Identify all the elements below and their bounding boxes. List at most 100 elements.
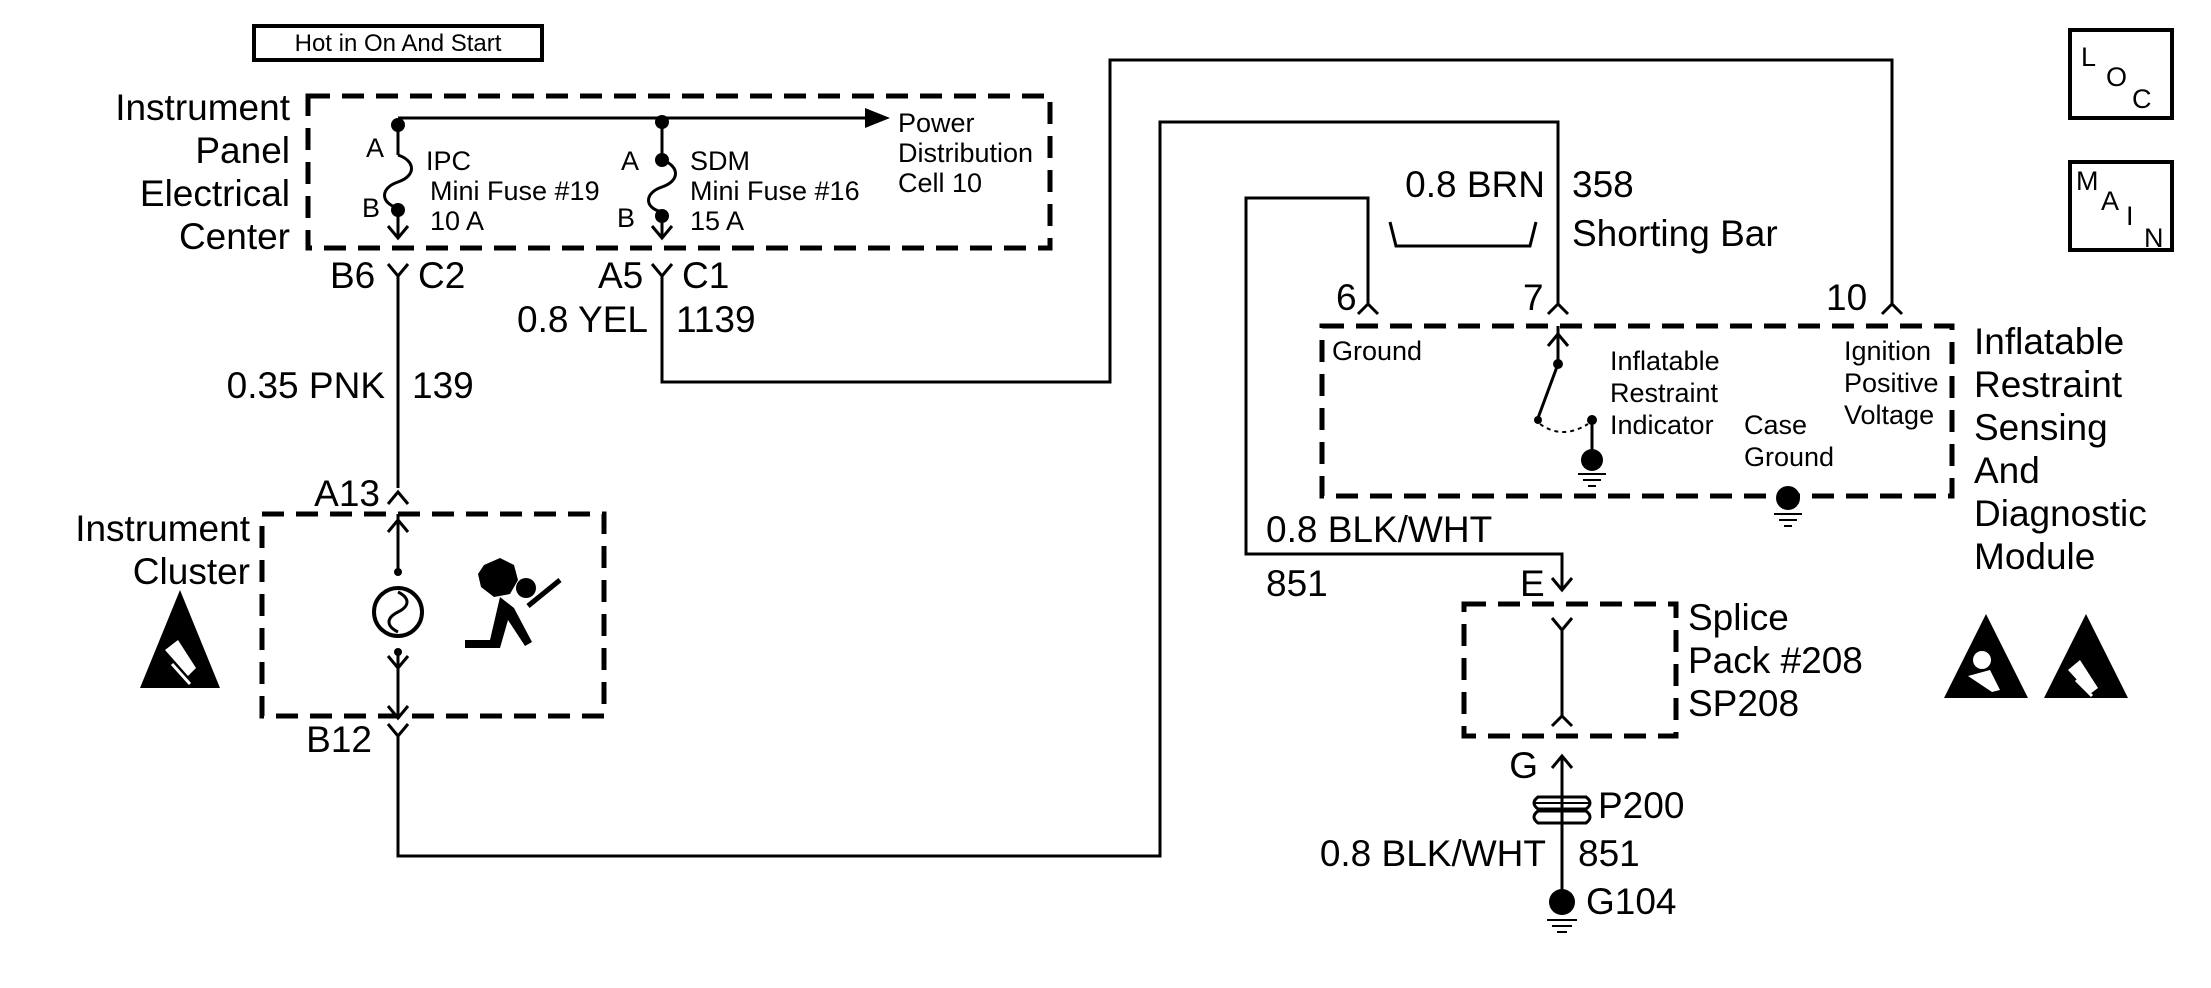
sdm-indicator-line-3: Indicator <box>1610 410 1714 440</box>
wire-b12-to-pin7 <box>396 120 1560 858</box>
shorting-bar <box>1388 221 1538 248</box>
case-ground-symbol <box>1774 486 1802 527</box>
sdm-fuse-type: Mini Fuse #16 <box>690 176 860 206</box>
ipec-title-line-2: Panel <box>195 130 290 171</box>
sdm-fuse-rating: 15 A <box>690 206 744 236</box>
sdm-pin-a: A <box>621 146 639 176</box>
wire-851-pin6 <box>1244 196 1564 588</box>
instrument-cluster-box <box>259 511 607 719</box>
connector-e-arrow <box>1550 577 1574 593</box>
svg-text:N: N <box>2144 223 2164 253</box>
sdm-ignition-line-2: Positive <box>1844 368 1939 398</box>
wire-139-number: 139 <box>412 365 474 406</box>
esd-warning-icon-right <box>2044 614 2128 698</box>
wire-1139-number: 1139 <box>676 299 756 340</box>
sdm-fuse-name: SDM <box>690 146 750 176</box>
sdm-title-line-4: And <box>1974 450 2040 491</box>
sdm-case-ground-line-1: Case <box>1744 410 1807 440</box>
wire-139-color: 0.35 PNK <box>227 365 386 406</box>
label-p200: P200 <box>1598 785 1684 826</box>
loc-nav-icon[interactable]: L O C <box>2068 28 2174 120</box>
sdm-fuse <box>647 115 677 241</box>
label-b6: B6 <box>330 255 375 296</box>
sdm-ignition-line-3: Voltage <box>1844 400 1934 430</box>
cluster-title-line-1: Instrument <box>75 508 251 549</box>
svg-text:C: C <box>2132 84 2152 114</box>
power-arrow <box>865 108 890 128</box>
power-dist-line-1: Power <box>898 108 975 138</box>
wire-851-color: 0.8 BLK/WHT <box>1266 509 1492 550</box>
sdm-title-line-3: Sensing <box>1974 407 2108 448</box>
label-c1: C1 <box>682 255 729 296</box>
header-box-label: Hot in On And Start <box>295 30 502 57</box>
wire-1139 <box>660 58 1894 384</box>
shorting-bar-label: Shorting Bar <box>1572 213 1778 254</box>
label-g104: G104 <box>1586 881 1677 922</box>
ipc-fuse <box>383 118 413 241</box>
wire-851b-number: 851 <box>1578 833 1640 874</box>
label-g: G <box>1509 745 1538 786</box>
esd-airbag-warning-icon <box>1944 614 2028 698</box>
svg-text:I: I <box>2126 201 2134 231</box>
sdm-indicator-line-1: Inflatable <box>1610 346 1720 376</box>
wire-851-number: 851 <box>1266 563 1328 604</box>
sdm-indicator-line-2: Restraint <box>1610 378 1719 408</box>
svg-text:M: M <box>2076 166 2099 196</box>
connector-c1 <box>650 263 674 279</box>
esd-warning-icon-left <box>140 590 220 688</box>
sdm-pin-b: B <box>617 203 635 233</box>
label-pin6: 6 <box>1336 277 1357 318</box>
sdm-title-line-5: Diagnostic <box>1974 493 2147 534</box>
ipec-title-line-4: Center <box>179 216 290 257</box>
label-c2: C2 <box>418 255 465 296</box>
label-b12: B12 <box>306 719 372 760</box>
power-dist-line-3: Cell 10 <box>898 168 982 198</box>
header-box <box>252 24 544 62</box>
ipc-fuse-type: Mini Fuse #19 <box>430 176 600 206</box>
connector-pin6 <box>1356 301 1380 316</box>
label-e: E <box>1520 563 1545 604</box>
ipec-box <box>305 93 1053 251</box>
ipc-fuse-name: IPC <box>426 146 471 176</box>
svg-text:O: O <box>2106 62 2127 92</box>
splice-line-2: Pack #208 <box>1688 640 1863 681</box>
connector-c2 <box>386 263 410 279</box>
airbag-warning-icon <box>465 558 562 648</box>
label-a13: A13 <box>314 473 380 514</box>
sdm-title-line-2: Restraint <box>1974 364 2123 405</box>
svg-text:A: A <box>2101 186 2119 216</box>
splice-line-3: SP208 <box>1688 683 1799 724</box>
sdm-box <box>1319 323 1955 499</box>
sdm-ground-label: Ground <box>1332 336 1422 366</box>
connector-b12 <box>386 723 410 739</box>
svg-text:L: L <box>2081 42 2096 72</box>
indicator-switch <box>1534 326 1606 487</box>
sdm-title-line-1: Inflatable <box>1974 321 2124 362</box>
ipc-pin-b: B <box>362 193 380 223</box>
cluster-internal-wiring <box>372 514 424 721</box>
splice-internal <box>1550 617 1574 728</box>
ipec-title-line-3: Electrical <box>140 173 290 214</box>
ipc-fuse-rating: 10 A <box>430 206 484 236</box>
label-pin7: 7 <box>1523 277 1544 318</box>
sdm-title-line-6: Module <box>1974 536 2095 577</box>
connector-pin10 <box>1880 301 1904 316</box>
wire-358-number: 358 <box>1572 164 1634 205</box>
sdm-case-ground-line-2: Ground <box>1744 442 1834 472</box>
label-pin10: 10 <box>1826 277 1867 318</box>
ipec-title-line-1: Instrument <box>115 87 291 128</box>
splice-pack-box <box>1461 601 1679 739</box>
ipc-pin-a: A <box>366 133 384 163</box>
g104-ground-symbol <box>1547 889 1577 933</box>
sdm-ignition-line-1: Ignition <box>1844 336 1931 366</box>
wire-1139-color: 0.8 YEL <box>517 299 648 340</box>
main-nav-icon[interactable]: M A I N <box>2068 160 2174 253</box>
wire-358-color: 0.8 BRN <box>1405 164 1545 205</box>
wire-851b-color: 0.8 BLK/WHT <box>1320 833 1546 874</box>
power-dist-line-2: Distribution <box>898 138 1033 168</box>
cluster-title-line-2: Cluster <box>133 551 250 592</box>
connector-a13 <box>386 489 410 505</box>
connector-pin7 <box>1546 301 1570 316</box>
